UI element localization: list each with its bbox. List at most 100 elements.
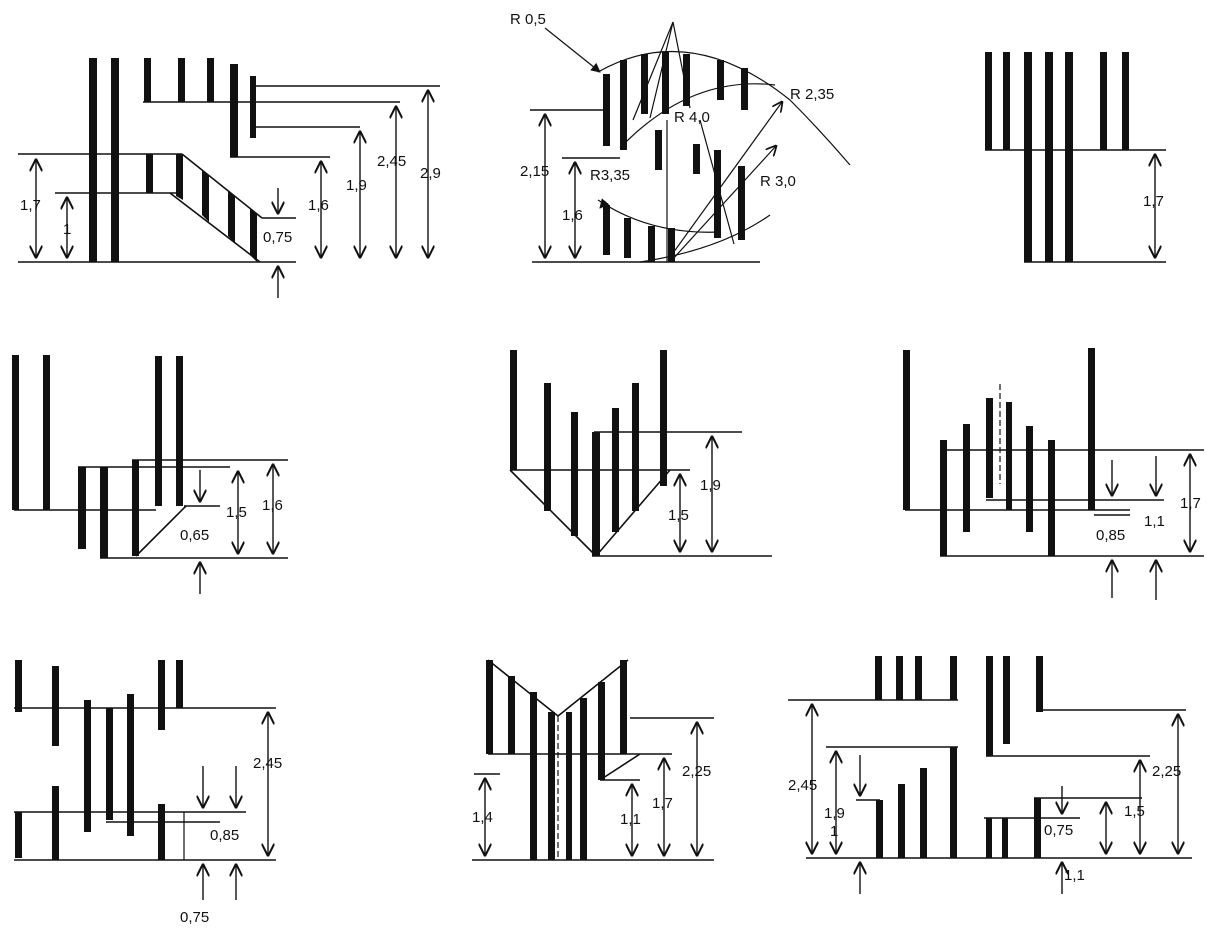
- p9-bar: [986, 818, 992, 858]
- p2-bar: [648, 226, 655, 262]
- p2-bar: [683, 54, 690, 106]
- p1-label: 1,6: [308, 197, 329, 214]
- p1-bar: [228, 191, 235, 243]
- p4-bar: [100, 467, 108, 558]
- p7-bar: [84, 700, 91, 832]
- p1-label: 0,75: [263, 229, 292, 246]
- p3-bar: [1045, 52, 1053, 262]
- p2-bar: [603, 74, 610, 146]
- p2-bar: [693, 144, 700, 174]
- p8-label: 1,1: [620, 811, 641, 828]
- panel-1-stepped-profile: 1,7 1 0,75 1,6 1,9 2,45 2,9: [18, 58, 441, 298]
- p6-bar: [986, 398, 993, 498]
- p7-bar: [127, 694, 134, 836]
- p2-bar: [662, 52, 669, 114]
- panel-2-curved-profile: R 0,5 R 4,0 R 2,35 R 3,0 R3,35 2,15 1,6: [510, 11, 851, 263]
- p4-label: 1,6: [262, 497, 283, 514]
- p8-bar: [508, 676, 515, 754]
- p3-bar: [1024, 52, 1032, 262]
- p7-bar: [15, 812, 22, 858]
- p2-label: R 3,0: [760, 173, 796, 190]
- p7-label: 0,75: [180, 909, 209, 926]
- p9-bar: [1003, 656, 1010, 744]
- p7-bar: [15, 660, 22, 712]
- p8-label: 1,7: [652, 795, 673, 812]
- p2-leader: [632, 21, 674, 121]
- p8-bar: [598, 682, 605, 780]
- p4-label: 1,5: [226, 504, 247, 521]
- p5-bar: [510, 350, 517, 470]
- p8-bar: [548, 712, 555, 860]
- p2-leader-r235: [667, 102, 782, 261]
- p2-leader-r335: [599, 198, 610, 209]
- p6-bar: [1088, 348, 1095, 510]
- p9-bar: [920, 768, 927, 858]
- p2-bar: [655, 130, 662, 170]
- p2-label: R 0,5: [510, 11, 546, 28]
- panel-5-v-profile: 1,5 1,9: [509, 350, 772, 557]
- p8-bar: [566, 712, 572, 860]
- p9-label: 1,9: [824, 805, 845, 822]
- p3-bar: [985, 52, 992, 150]
- p2-bottom-arc: [639, 214, 771, 263]
- p8-bar: [486, 660, 493, 754]
- p9-label: 1: [830, 823, 838, 840]
- p1-bar: [111, 58, 119, 262]
- p5-label: 1,5: [668, 507, 689, 524]
- p9-bar: [1034, 798, 1041, 858]
- p9-bar: [876, 800, 883, 858]
- p2-label: 1,6: [562, 207, 583, 224]
- p9-bar: [1002, 818, 1008, 858]
- p6-label: 1,1: [1144, 513, 1165, 530]
- p1-bar: [146, 154, 153, 193]
- p3-bar: [1065, 52, 1073, 262]
- panel-3-simple-step: 1,7: [985, 52, 1166, 263]
- p2-leader-r30: [671, 146, 776, 261]
- p5-bar: [612, 408, 619, 532]
- p1-bar: [207, 58, 214, 102]
- p9-bar: [986, 656, 993, 756]
- p5-bar: [571, 412, 578, 536]
- p9-bar: [898, 784, 905, 858]
- p9-label: 1,1: [1064, 867, 1085, 884]
- p4-bar: [155, 356, 162, 506]
- panel-4-step-profile: 0,65 1,5 1,6: [12, 355, 288, 594]
- p7-bar: [176, 660, 183, 708]
- p8-bar: [580, 698, 587, 860]
- p2-leader: [699, 119, 735, 245]
- p1-bar: [89, 58, 97, 262]
- p2-bar: [668, 228, 675, 262]
- p8-label: 1,4: [472, 809, 493, 826]
- p1-label: 1,9: [346, 177, 367, 194]
- p1-label: 1: [63, 221, 71, 238]
- p5-bar: [592, 432, 600, 556]
- p9-bar: [875, 656, 882, 700]
- p9-label: 2,45: [788, 777, 817, 794]
- p8-bar: [620, 660, 627, 754]
- p5-bar: [544, 383, 551, 511]
- p6-bar: [1048, 440, 1055, 556]
- p6-bar: [903, 350, 910, 510]
- p6-label: 1,7: [1180, 495, 1201, 512]
- p2-bar: [717, 60, 724, 100]
- panel-7-offset-comb: 2,45 0,85 0,75: [14, 660, 282, 926]
- p7-label: 2,45: [253, 755, 282, 772]
- p7-bar: [158, 660, 165, 730]
- p9-bar: [896, 656, 903, 700]
- p6-bar: [1026, 426, 1033, 532]
- p2-mid-arc: [619, 83, 776, 149]
- p8-bar: [530, 692, 537, 860]
- p6-bar: [940, 440, 947, 556]
- p2-bar: [624, 218, 631, 258]
- p9-bar: [950, 747, 957, 858]
- p7-bar: [158, 804, 165, 860]
- p2-label: 2,15: [520, 163, 549, 180]
- p3-bar: [1100, 52, 1107, 150]
- p9-bar: [915, 656, 922, 700]
- p8-v-left: [487, 659, 559, 717]
- p2-leader: [672, 21, 691, 109]
- p9-bar: [1036, 656, 1043, 712]
- p5-slope-right: [595, 469, 671, 557]
- p9-label: 1,5: [1124, 803, 1145, 820]
